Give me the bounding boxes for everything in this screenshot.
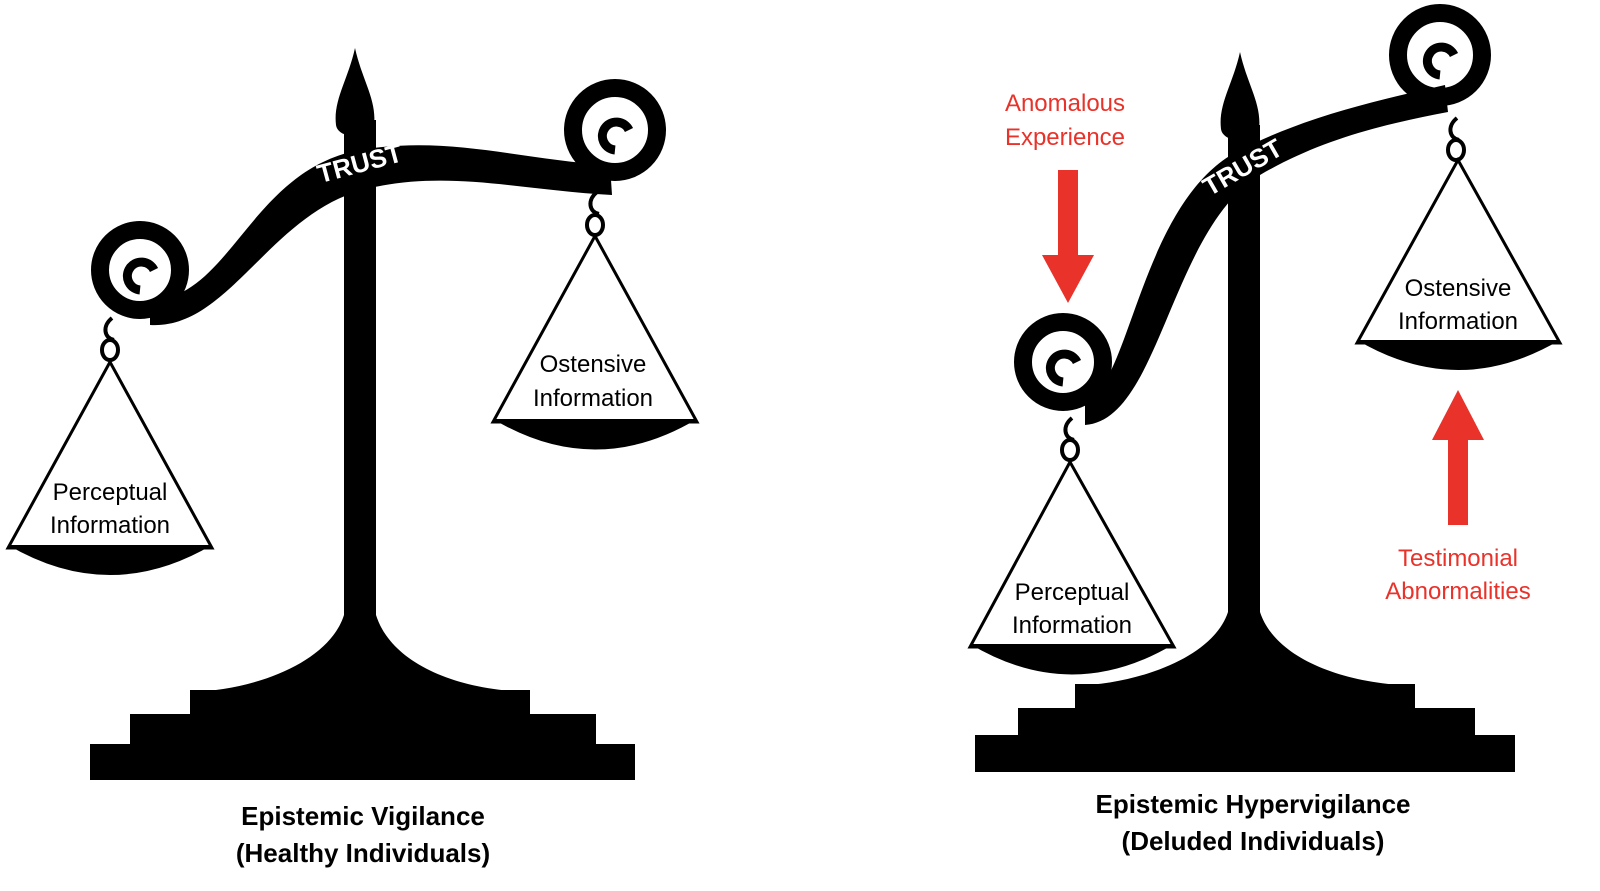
arrow-up-icon xyxy=(1432,390,1484,525)
hook-left xyxy=(100,316,120,362)
pan-label: Information xyxy=(533,385,653,412)
right-scale: TRUST Perceptual Information Ostensive I… xyxy=(967,4,1563,856)
pan-right: Ostensive Information xyxy=(1354,156,1563,370)
spiral-right xyxy=(1389,4,1491,106)
pan-label: Perceptual xyxy=(53,479,168,506)
hook-right xyxy=(1446,116,1466,162)
pan-label: Perceptual xyxy=(1015,579,1130,606)
pan-label: Ostensive xyxy=(540,351,647,378)
pan-right: Ostensive Information xyxy=(490,232,700,450)
beam xyxy=(1085,85,1448,425)
beam xyxy=(150,145,612,326)
pillar xyxy=(344,120,376,630)
left-scale: TRUST Perceptual Information Ostensive I… xyxy=(5,48,700,868)
annotation-anomalous-experience: Experience xyxy=(1005,124,1125,151)
base xyxy=(975,612,1515,772)
base xyxy=(90,615,635,780)
title: Epistemic Vigilance xyxy=(241,801,485,831)
annotation-testimonial-abnormalities: Abnormalities xyxy=(1385,578,1530,605)
annotation-testimonial-abnormalities: Testimonial xyxy=(1398,545,1518,572)
title: Epistemic Hypervigilance xyxy=(1095,789,1410,819)
spiral-left xyxy=(1014,313,1112,411)
hook-right xyxy=(585,190,605,237)
pan-left: Perceptual Information xyxy=(967,458,1177,675)
pan-left: Perceptual Information xyxy=(5,358,215,575)
pan-label: Information xyxy=(1398,308,1518,335)
spiral-left xyxy=(91,221,189,319)
subtitle: (Deluded Individuals) xyxy=(1122,826,1385,856)
pan-label: Information xyxy=(1012,612,1132,639)
arrow-down-icon xyxy=(1042,170,1094,303)
subtitle: (Healthy Individuals) xyxy=(236,838,490,868)
pan-label: Information xyxy=(50,512,170,539)
finial xyxy=(335,48,375,137)
finial xyxy=(1220,52,1260,141)
pan-label: Ostensive xyxy=(1405,275,1512,302)
pillar xyxy=(1228,125,1260,625)
hook-left xyxy=(1060,416,1080,462)
spiral-right xyxy=(564,79,666,181)
annotation-anomalous-experience: Anomalous xyxy=(1005,90,1125,117)
